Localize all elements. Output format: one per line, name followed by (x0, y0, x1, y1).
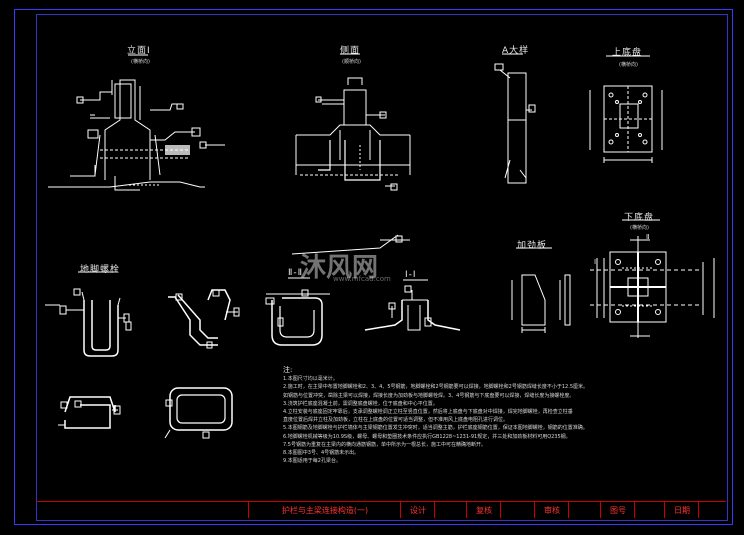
section-1-1-drawing (364, 279, 461, 331)
section-mark-2-top: Ⅱ (646, 233, 651, 241)
note-line: 3.浇筑护栏底座混凝土前，需调整底盘螺栓，位于底盘和中心平位置。 (283, 400, 438, 407)
notes-heading: 注: (283, 366, 293, 374)
drawing-no-label: 图号 (610, 505, 626, 515)
upper-plate-drawing (589, 55, 663, 163)
anchor-bolt-drawing (45, 271, 132, 357)
general-notes: 注: 1.本图尺寸均以毫米计。 2.施工时，在主梁中布置地脚螺栓和2、3、4、5… (283, 366, 693, 465)
title-block-drawing-no-value (634, 502, 665, 518)
title-block (36, 501, 726, 520)
title-block-date-cell: 日期 (664, 502, 699, 518)
rect-stirrup-drawing (164, 387, 233, 439)
lower-plate-subtitle: (横桥向) (630, 225, 649, 231)
bar-callout-drawing (291, 234, 410, 255)
detail-a-drawing (494, 53, 536, 184)
side-view-title: 侧面 (340, 46, 361, 56)
upper-plate-title: 上底盘 (612, 48, 643, 58)
watermark-url: www.mfcad.com (333, 275, 391, 283)
anchor-loop-drawing (58, 396, 121, 429)
section-2-2-drawing (265, 277, 330, 346)
title-block-approve-cell: 审核 (534, 502, 569, 518)
inner-frame (36, 14, 728, 521)
review-label: 复核 (476, 505, 492, 515)
note-line: 1.本图尺寸均以毫米计。 (283, 376, 338, 383)
outer-frame (14, 9, 733, 525)
lower-plate-drawing (590, 219, 715, 338)
detail-a-title: A大样 (502, 46, 530, 56)
note-line: 2.施工时，在主梁中布置地脚螺栓和2、3、4、5号钢筋，地脚螺栓和2号钢筋要可以… (283, 384, 588, 391)
note-line: 7.5号钢筋为重复在主梁内的横向通筋钢筋，单中所示为一根总长，施工中可在精确地断… (283, 441, 486, 448)
title-block-review-cell: 复核 (466, 502, 501, 518)
title-block-date-value (698, 502, 726, 518)
note-line: 4.立柱安装与底座固定牢靠后，支承调整螺栓调正立柱至竖直位置，然后将上底盘与下底… (283, 409, 573, 416)
note-line: 6.地脚螺栓机械等级为10.9S级，螺母、螺母和垫圈技术条件应执行GB1228~… (283, 433, 571, 440)
note-line: 5.本图钢筋及地脚螺栓与护栏墙体与主梁钢筋位置发生冲突时，适当调整主筋，护栏底座… (283, 425, 588, 432)
title-block-review-value (500, 502, 535, 518)
stiffener-drawing (511, 247, 571, 333)
section-2-2-title: Ⅱ-Ⅱ (288, 268, 304, 278)
design-label: 设计 (410, 505, 426, 515)
drawing-name: 护栏与主梁连接构造(一) (281, 505, 369, 515)
upper-plate-subtitle: (横桥向) (619, 62, 638, 68)
lower-plate-title: 下底盘 (624, 213, 655, 223)
side-view-subtitle: (顺桥向) (342, 59, 361, 65)
section-mark-1-left: Ⅰ (594, 258, 598, 266)
note-line: 8.本图图中3号、4号钢筋未示出。 (283, 450, 360, 457)
anchor-bolt-title: 地脚螺栓 (80, 265, 121, 275)
note-line: 如钢筋与位置冲突，凿除主梁可以焊接，焊接长度为加劲板与地脚螺栓焊。3、4号钢筋与… (283, 392, 575, 399)
watermark-logo: 沐风网 (300, 253, 379, 283)
section-1-1-title: Ⅰ-Ⅰ (405, 270, 417, 280)
title-block-design-cell: 设计 (400, 502, 435, 518)
title-block-approve-value (568, 502, 601, 518)
elevation-1-drawing (48, 54, 225, 191)
stiffener-title: 加劲板 (517, 241, 548, 251)
side-view-drawing (295, 53, 411, 191)
title-block-drawing-name-cell: 护栏与主梁连接构造(一) (248, 502, 401, 518)
date-label: 日期 (674, 505, 690, 515)
title-block-drawing-no-cell: 图号 (600, 502, 635, 518)
note-line: 9.本图适用于每2孔梁台。 (283, 458, 341, 465)
note-line: 直度位置后焊并立柱及加劲板，立柱在上底盘的位置可适当调整，但不准用风上底盘电阻孔… (283, 417, 509, 424)
bent-bar-drawing (168, 289, 240, 349)
elevation-1-subtitle: (横桥向) (131, 59, 150, 65)
approve-label: 审核 (544, 505, 560, 515)
elevation-1-title: 立面Ⅰ (127, 46, 151, 56)
title-block-design-value (434, 502, 467, 518)
